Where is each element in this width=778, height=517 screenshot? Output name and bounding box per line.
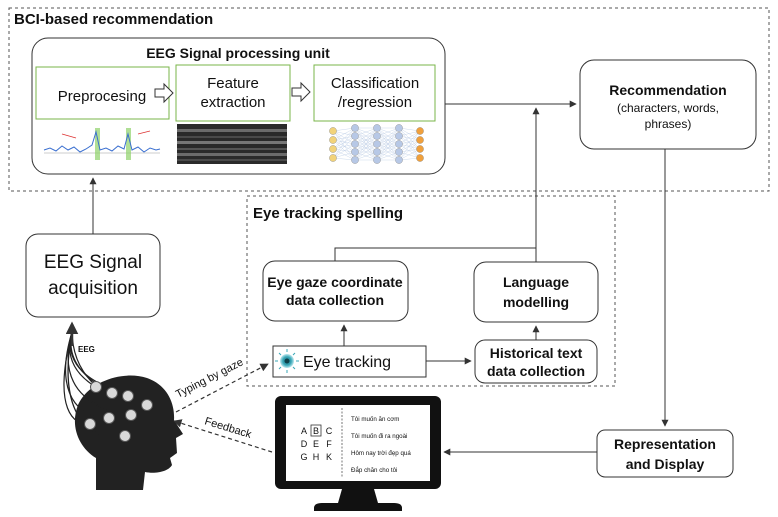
representation-box bbox=[596, 429, 734, 478]
nn-node bbox=[329, 127, 337, 135]
acquisition-label-line2: acquisition bbox=[48, 278, 138, 299]
grid-letter: D bbox=[301, 439, 308, 449]
nn-node bbox=[416, 154, 424, 162]
nn-node bbox=[373, 124, 381, 132]
arrow-typing-by-gaze bbox=[175, 363, 269, 413]
feature-label-line2: extraction bbox=[200, 94, 265, 111]
block-arrow-icon bbox=[291, 81, 311, 103]
nn-node bbox=[373, 132, 381, 140]
eeg-acquisition-box bbox=[25, 233, 161, 318]
grid-letter: E bbox=[313, 439, 319, 449]
nn-node bbox=[416, 145, 424, 153]
preprocessing-label: Preprocesing bbox=[58, 88, 146, 105]
nn-node bbox=[416, 136, 424, 144]
history-label-line1: Historical text bbox=[490, 345, 583, 361]
nn-node bbox=[351, 124, 359, 132]
feedback-label: Feedback bbox=[203, 415, 253, 441]
phrase-item: Tôi muốn ăn cơm bbox=[351, 416, 399, 423]
representation-label-line2: and Display bbox=[626, 456, 705, 472]
signal-plot-thumbnail bbox=[43, 128, 161, 160]
recommendation-box bbox=[579, 59, 757, 150]
eye-section-border bbox=[246, 195, 616, 387]
grid-letter: B bbox=[313, 426, 319, 436]
eeg-cable-label: EEG bbox=[78, 345, 95, 354]
language-modelling-box bbox=[473, 261, 599, 323]
nn-node bbox=[395, 156, 403, 164]
grid-letter: K bbox=[326, 452, 332, 462]
phrase-item: Đắp chăn cho tôi bbox=[351, 467, 397, 474]
eye-icon bbox=[275, 349, 299, 373]
grid-letter: A bbox=[301, 426, 307, 436]
grid-letter: G bbox=[300, 452, 307, 462]
classification-box bbox=[313, 64, 436, 122]
preprocessing-box bbox=[35, 66, 170, 120]
representation-label-line1: Representation bbox=[614, 436, 716, 452]
phrase-item: Hôm nay trời đẹp quá bbox=[351, 450, 411, 457]
nn-node bbox=[351, 148, 359, 156]
block-arrow-icon bbox=[154, 82, 174, 104]
language-label-line2: modelling bbox=[503, 294, 569, 310]
feature-extraction-box bbox=[175, 64, 291, 122]
bci-section-title: BCI-based recommendation bbox=[14, 11, 213, 28]
eye-tracking-label: Eye tracking bbox=[303, 354, 391, 371]
nn-node bbox=[373, 156, 381, 164]
eeg-electrodes bbox=[63, 329, 153, 442]
eye-section-title: Eye tracking spelling bbox=[253, 205, 403, 222]
nn-node bbox=[329, 154, 337, 162]
grid-letter: H bbox=[313, 452, 320, 462]
arrow-feedback bbox=[173, 419, 273, 453]
nn-node bbox=[395, 148, 403, 156]
nn-node bbox=[373, 140, 381, 148]
recommendation-detail-line2: phrases) bbox=[645, 117, 692, 131]
grid-letter: F bbox=[326, 439, 332, 449]
classification-label-line2: /regression bbox=[338, 94, 412, 111]
nn-node bbox=[329, 136, 337, 144]
phrase-item: Tôi muốn đi ra ngoài bbox=[351, 433, 407, 440]
nn-node bbox=[373, 148, 381, 156]
nn-node bbox=[395, 132, 403, 140]
neural-network-nodes bbox=[329, 124, 424, 164]
recommendation-detail-line1: (characters, words, bbox=[617, 101, 719, 115]
gaze-label-line2: data collection bbox=[286, 292, 384, 308]
history-label-line2: data collection bbox=[487, 363, 585, 379]
gaze-label-line1: Eye gaze coordinate bbox=[267, 274, 403, 290]
eeg-unit-title: EEG Signal processing unit bbox=[146, 45, 330, 61]
nn-node bbox=[351, 156, 359, 164]
monitor-icon bbox=[275, 396, 441, 511]
grid-letter: C bbox=[326, 426, 333, 436]
nn-node bbox=[416, 127, 424, 135]
nn-node bbox=[351, 140, 359, 148]
gaze-collection-box bbox=[262, 260, 409, 322]
language-label-line1: Language bbox=[503, 274, 569, 290]
nn-node bbox=[395, 124, 403, 132]
acquisition-label-line1: EEG Signal bbox=[44, 252, 142, 273]
nn-node bbox=[329, 145, 337, 153]
nn-node bbox=[395, 140, 403, 148]
bci-section-border bbox=[8, 7, 770, 192]
line-gaze-to-merge bbox=[334, 247, 536, 261]
classification-label-line1: Classification bbox=[331, 75, 419, 92]
recommendation-title: Recommendation bbox=[609, 82, 726, 98]
nn-node bbox=[351, 132, 359, 140]
feature-matrix-thumbnail bbox=[177, 124, 287, 164]
feature-label-line1: Feature bbox=[207, 75, 259, 92]
selected-letter-highlight bbox=[310, 424, 322, 437]
